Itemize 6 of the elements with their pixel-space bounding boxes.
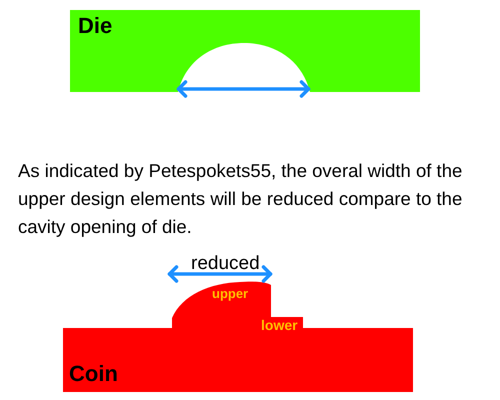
- note-text: As indicated by Petespokets55, the overal width of the upper design elements will be reduced compare to the cavity opening of die.: [18, 159, 464, 239]
- part-label: Die: [78, 15, 112, 37]
- part-label: upper: [212, 287, 248, 300]
- dimension-label: reduced: [191, 254, 260, 273]
- part-label: Coin: [69, 363, 118, 385]
- part-label: lower: [261, 318, 298, 332]
